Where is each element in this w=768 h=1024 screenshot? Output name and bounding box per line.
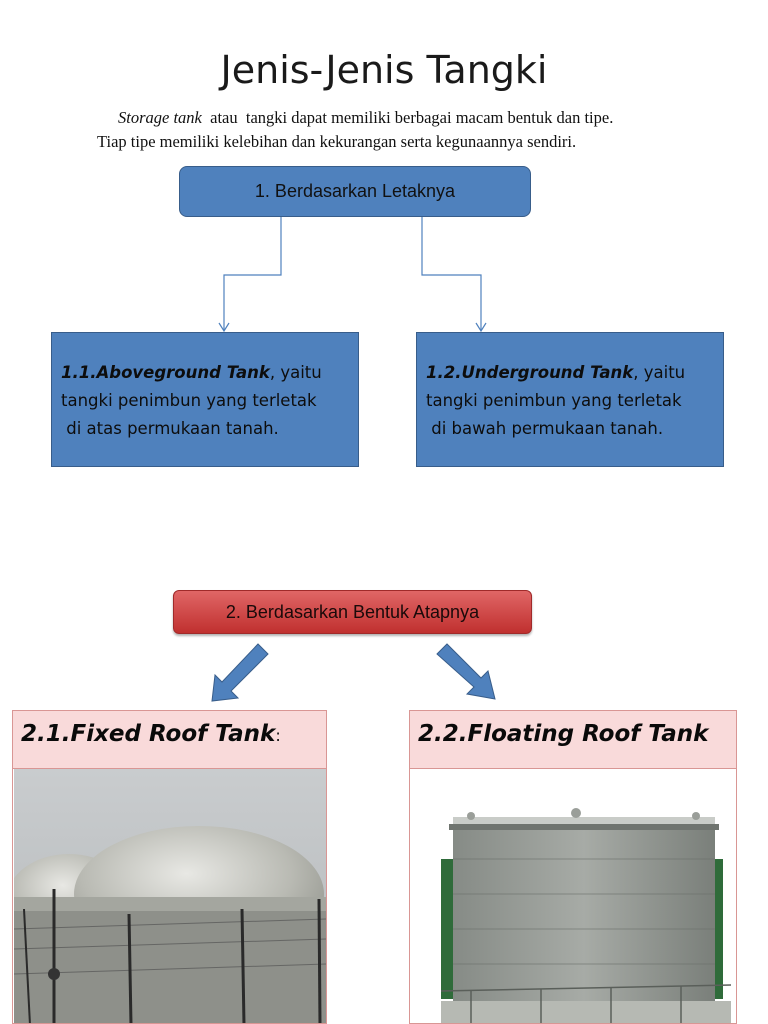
fixed-roof-colon: : bbox=[275, 726, 281, 745]
underground-tank-term: 1.2.Underground Tank bbox=[426, 363, 634, 382]
underground-line-2: tangki penimbun yang terletak bbox=[426, 391, 682, 410]
page-title: Jenis-Jenis Tangki bbox=[220, 48, 548, 92]
aboveground-tank-term: 1.1.Aboveground Tank bbox=[61, 363, 270, 382]
section1-heading: 1. Berdasarkan Letaknya bbox=[254, 181, 456, 201]
block-arrow-right bbox=[436, 643, 496, 700]
floating-roof-tank-photo bbox=[411, 769, 736, 1023]
elbow-connector-right bbox=[421, 217, 487, 333]
fixed-roof-title: 2.1.Fixed Roof Tank bbox=[21, 721, 276, 747]
underground-line-1: , yaitu bbox=[633, 363, 686, 382]
underground-tank-box: 1.2.Underground Tank, yaitu tangki penim… bbox=[416, 332, 724, 467]
aboveground-line-2: tangki penimbun yang terletak bbox=[61, 391, 317, 410]
underground-line-3: di bawah permukaan tanah. bbox=[426, 419, 664, 438]
floating-roof-card: 2.2.Floating Roof Tank bbox=[409, 710, 737, 1024]
fixed-roof-card: 2.1.Fixed Roof Tank: bbox=[12, 710, 327, 1024]
section2-heading: 2. Berdasarkan Bentuk Atapnya bbox=[225, 601, 480, 622]
intro-line-1: Storage tank atau tangki dapat memiliki … bbox=[118, 108, 613, 128]
floating-roof-title: 2.2.Floating Roof Tank bbox=[418, 721, 709, 747]
aboveground-line-1: , yaitu bbox=[269, 363, 322, 382]
section1-heading-box: 1. Berdasarkan Letaknya bbox=[179, 166, 531, 217]
aboveground-tank-box: 1.1.Aboveground Tank, yaitu tangki penim… bbox=[51, 332, 359, 467]
aboveground-line-3: di atas permukaan tanah. bbox=[61, 419, 279, 438]
block-arrow-left bbox=[211, 643, 269, 702]
intro-line-2: Tiap tipe memiliki kelebihan dan kekuran… bbox=[97, 132, 577, 151]
elbow-connector-left bbox=[218, 217, 282, 333]
fixed-roof-tank-photo bbox=[14, 769, 326, 1023]
intro-italic-term: Storage tank bbox=[118, 108, 202, 127]
section2-heading-box: 2. Berdasarkan Bentuk Atapnya bbox=[173, 590, 532, 634]
intro-line-1-rest: atau tangki dapat memiliki berbagai maca… bbox=[201, 108, 614, 127]
